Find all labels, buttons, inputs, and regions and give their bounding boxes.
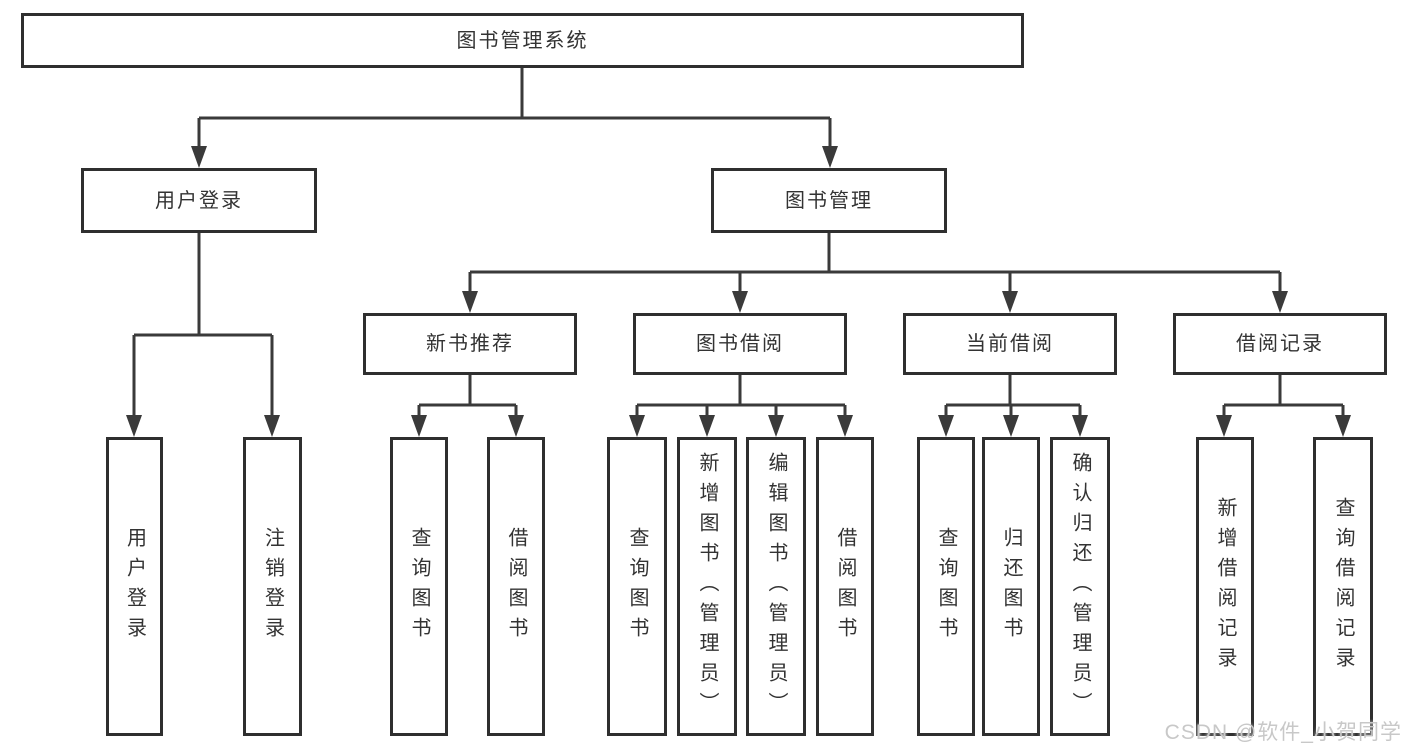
node-borrowing-records: 借阅记录 [1173,313,1387,375]
leaf-query-books-2: 查询图书 [607,437,667,736]
leaf-edit-book-admin: 编辑图书（管理员） [746,437,806,736]
node-book-management: 图书管理 [711,168,947,233]
node-book-borrowing: 图书借阅 [633,313,847,375]
node-new-book-recommend: 新书推荐 [363,313,577,375]
leaf-query-books-3: 查询图书 [917,437,975,736]
leaf-confirm-return-admin: 确认归还（管理员） [1050,437,1110,736]
leaf-query-borrow-record: 查询借阅记录 [1313,437,1373,736]
leaf-borrow-books-1: 借阅图书 [487,437,545,736]
node-user-login: 用户登录 [81,168,317,233]
node-current-borrowing: 当前借阅 [903,313,1117,375]
leaf-user-login: 用户登录 [106,437,163,736]
leaf-borrow-books-2: 借阅图书 [816,437,874,736]
csdn-watermark: CSDN @软件_小贺同学 [1164,721,1402,744]
leaf-query-books-1: 查询图书 [390,437,448,736]
leaf-add-book-admin: 新增图书（管理员） [677,437,737,736]
leaf-return-books: 归还图书 [982,437,1040,736]
leaf-add-borrow-record: 新增借阅记录 [1196,437,1254,736]
leaf-logout: 注销登录 [243,437,302,736]
node-library-management-system: 图书管理系统 [21,13,1024,68]
